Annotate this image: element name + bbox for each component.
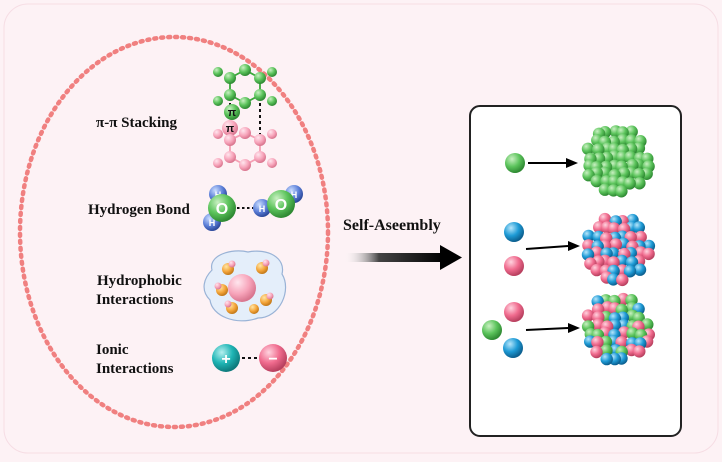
nanoparticle-subunit <box>590 345 603 359</box>
self-assembly-arrow <box>344 245 462 270</box>
hydrogen-symbol-2: H <box>209 218 216 228</box>
nanoparticle-subunit <box>607 256 620 269</box>
hydrogen-bond-label: Hydrogen Bond <box>88 202 190 218</box>
plus-sign: + <box>221 351 230 368</box>
nanoparticle-subunit <box>581 142 595 155</box>
nanoparticle-subunit <box>600 352 613 366</box>
arrow-icon <box>525 241 580 251</box>
pink-sphere-icon <box>504 256 524 276</box>
hydrophobic-label-line2: Interactions <box>96 292 174 308</box>
nanoparticle-subunit <box>633 263 647 276</box>
pi-stacking-icon: π π <box>213 64 277 171</box>
nanoparticle-subunit <box>581 309 595 322</box>
nanoparticle-subunit <box>634 230 647 244</box>
arrow-icon <box>528 158 578 168</box>
hydrogen-bond-icon: H H O H H O <box>203 185 303 231</box>
ionic-label-line2: Interactions <box>96 361 174 377</box>
green-sphere-icon <box>505 153 525 173</box>
nanoparticle-subunit <box>617 167 631 180</box>
hydrophobic-label-line1: Hydrophobic <box>97 273 182 289</box>
self-assembly-label: Self-Aseembly <box>343 217 441 234</box>
nanoparticle-subunit <box>623 265 637 278</box>
pi-symbol-top: π <box>228 107 237 119</box>
nanoparticle-subunit <box>592 143 605 156</box>
ionic-icon: + − <box>212 344 287 372</box>
blue-sphere-icon <box>503 338 523 358</box>
nanoparticle-subunit <box>642 247 655 261</box>
nanoparticle-subunit <box>615 185 628 198</box>
nanoparticle-subunit <box>582 229 595 243</box>
nanoparticle-subunit <box>582 239 595 252</box>
nanoparticle-subunit <box>590 174 603 188</box>
nanoparticle-subunit <box>632 168 646 181</box>
green-sphere-icon <box>482 320 502 340</box>
nanoparticle-subunit <box>607 273 620 286</box>
ionic-label-line1: Ionic <box>96 342 129 358</box>
hydrogen-symbol-3: H <box>259 204 266 214</box>
nanoparticle-subunit <box>625 125 638 138</box>
nanoparticle-subunit <box>607 222 621 235</box>
oxygen-symbol-2: O <box>275 197 287 214</box>
nanoparticle-subunit <box>591 336 604 349</box>
hydrophobic-icon <box>203 250 287 322</box>
nanoparticle-icon <box>581 125 655 198</box>
blue-sphere-icon <box>504 222 524 242</box>
hydrogen-symbol-4: H <box>291 190 298 200</box>
nanoparticle-subunit <box>590 263 603 277</box>
pi-symbol-bottom: π <box>226 123 235 135</box>
oxygen-symbol-1: O <box>216 201 228 218</box>
interactions-oval <box>17 34 331 430</box>
nanoparticle-icon <box>581 212 656 287</box>
nanoparticle-subunit <box>633 177 646 190</box>
pink-sphere-icon <box>504 302 524 322</box>
nanoparticle-subunit <box>632 221 645 234</box>
minus-sign: − <box>268 351 277 368</box>
nanoparticle-subunit <box>623 177 636 190</box>
nanoparticle-icon <box>581 292 655 366</box>
nanoparticle-subunit <box>633 345 646 358</box>
pi-stacking-label: π-π Stacking <box>96 115 178 131</box>
nanoparticle-subunit <box>616 273 629 287</box>
arrow-icon <box>525 323 580 333</box>
